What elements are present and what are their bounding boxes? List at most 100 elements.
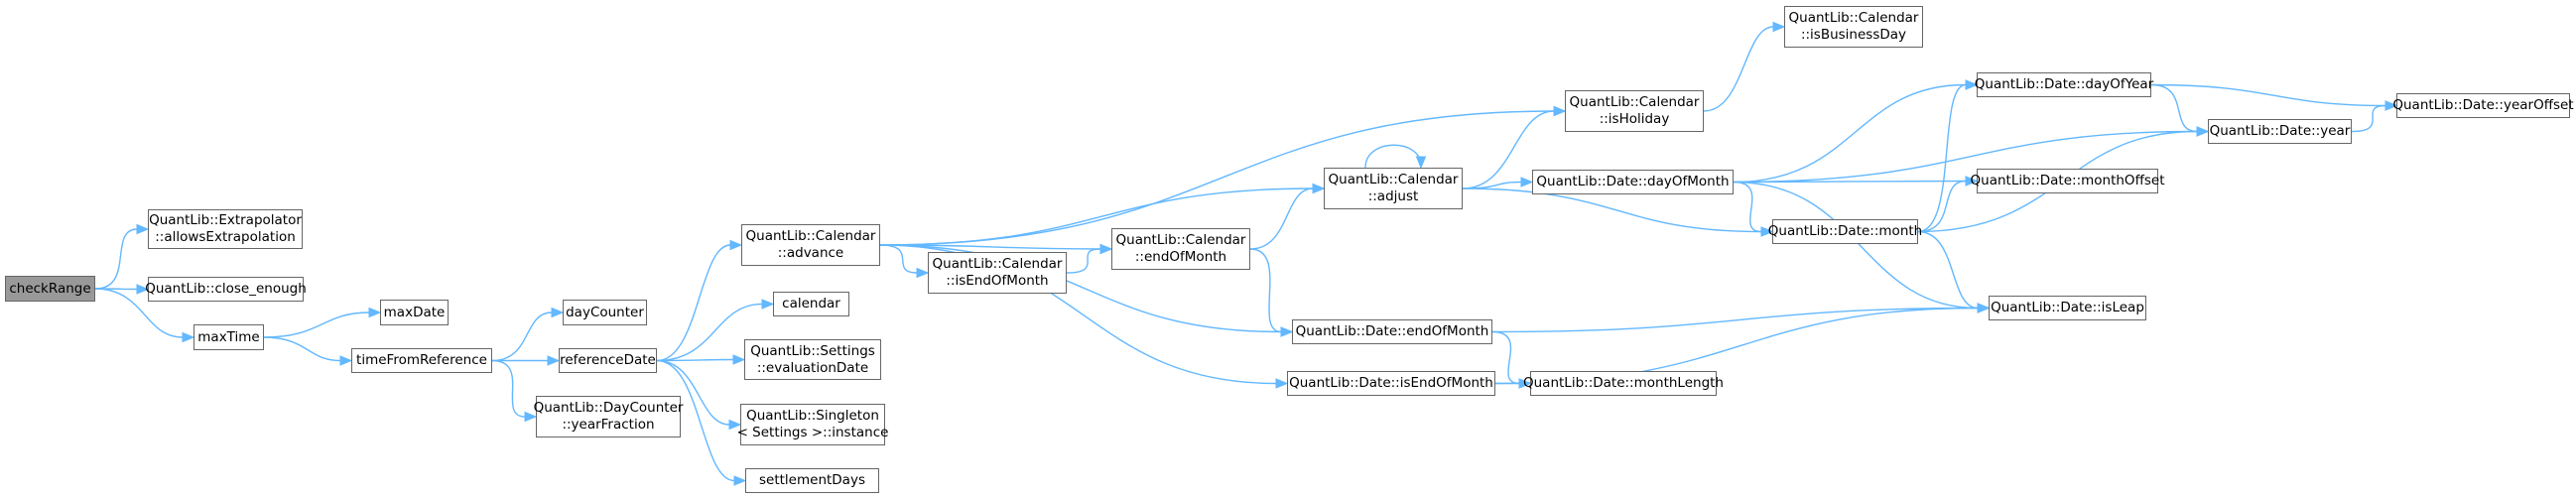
call-edge [656,303,763,362]
node-calendar-is-holiday[interactable]: QuantLib::Calendar::isHoliday [1565,90,1704,132]
call-edge [1733,181,1762,233]
call-edge [879,244,1282,333]
call-edge [94,228,138,290]
node-label-line: QuantLib::Date::isLeap [1991,300,2144,315]
node-label-line: ::isHoliday [1599,111,1670,127]
call-edge [2150,83,2386,107]
edge-arrowhead [551,307,565,318]
node-label-line: ::advance [777,245,844,261]
call-edge [263,336,341,362]
edge-arrowhead [339,355,353,366]
node-label-line: ::endOfMonth [1134,249,1227,265]
node-label-line: QuantLib::Date::endOfMonth [1295,323,1489,339]
node-date-month[interactable]: QuantLib::Date::month [1768,219,1922,244]
node-check-range: checkRange [5,276,95,302]
call-edge [879,110,1555,246]
node-label-line: maxDate [383,304,446,320]
node-date-month-offset[interactable]: QuantLib::Date::monthOffset [1971,169,2165,193]
node-date-day-of-year[interactable]: QuantLib::Date::dayOfYear [1975,72,2153,97]
edge-arrowhead [916,267,930,279]
edge-arrowhead [136,284,150,295]
call-edge [879,244,1101,250]
edge-arrowhead [524,411,538,423]
node-label-line: QuantLib::Calendar [1115,232,1246,248]
node-date-is-end-of-month[interactable]: QuantLib::Date::isEndOfMonth [1287,371,1495,396]
edge-arrowhead [1280,326,1294,337]
call-edge [1917,230,1979,310]
call-edge [879,187,1314,246]
node-settings-evaluation-date[interactable]: QuantLib::Settings::evaluationDate [744,339,881,380]
call-edge [656,359,735,482]
edge-arrowhead [547,355,561,366]
call-edge [1917,83,1967,233]
node-max-date[interactable]: maxDate [380,300,449,325]
node-daycounter-year-fraction[interactable]: QuantLib::DayCounter::yearFraction [533,396,684,437]
call-edge [1462,187,1762,233]
node-singleton-settings-instance[interactable]: QuantLib::Singleton< Settings >::instanc… [737,404,888,445]
node-label-line: settlementDays [759,472,865,488]
node-time-from-reference[interactable]: timeFromReference [351,348,492,373]
node-label-line: maxTime [197,328,260,345]
call-edge [1733,181,1979,310]
edge-arrowhead [733,475,747,486]
node-label-line: < Settings >::instance [736,425,889,440]
node-date-end-of-month[interactable]: QuantLib::Date::endOfMonth [1292,319,1492,344]
node-calendar-advance[interactable]: QuantLib::Calendar::advance [741,224,880,266]
edge-arrowhead [368,307,382,318]
node-date-is-leap[interactable]: QuantLib::Date::isLeap [1989,296,2146,320]
call-edge [1364,144,1422,169]
node-date-day-of-month[interactable]: QuantLib::Date::dayOfMonth [1532,170,1734,194]
node-calendar-adjust[interactable]: QuantLib::Calendar::adjust [1324,168,1463,209]
node-max-time[interactable]: maxTime [193,324,264,350]
node-label-line: ::isBusinessDay [1800,27,1907,43]
node-label-line: QuantLib::Date::monthLength [1523,375,1724,391]
call-edge [94,288,138,291]
node-date-year[interactable]: QuantLib::Date::year [2208,119,2352,144]
node-day-counter[interactable]: dayCounter [563,300,647,325]
node-label-line: QuantLib::Calendar [1569,94,1700,110]
call-edge [94,288,184,338]
node-label-line: QuantLib::Calendar [745,228,876,244]
edge-arrowhead [1760,226,1774,237]
edge-arrowhead [729,239,743,251]
node-calendar-is-end-of-month[interactable]: QuantLib::Calendar::isEndOfMonth [928,252,1067,294]
edge-arrowhead [2196,126,2210,137]
call-edge [1733,130,2198,184]
node-label-line: ::allowsExtrapolation [155,229,296,245]
node-label-line: QuantLib::Singleton [746,408,879,424]
node-label-line: QuantLib::Date::month [1767,223,1923,239]
node-calendar-is-business-day[interactable]: QuantLib::Calendar::isBusinessDay [1784,6,1923,48]
node-calendar[interactable]: calendar [773,292,849,316]
call-edge [2150,83,2198,133]
node-calendar-end-of-month[interactable]: QuantLib::Calendar::endOfMonth [1111,228,1250,270]
node-label-line: checkRange [9,280,91,297]
call-edge [263,312,370,338]
call-edge [656,244,731,362]
node-label-line: QuantLib::Date::dayOfMonth [1536,174,1730,189]
edge-arrowhead [1772,21,1786,33]
node-date-month-length[interactable]: QuantLib::Date::monthLength [1523,371,1724,396]
call-edge [1703,26,1774,112]
node-close-enough[interactable]: QuantLib::close_enough [145,277,307,302]
node-settlement-days[interactable]: settlementDays [745,468,879,493]
node-label-line: referenceDate [560,352,656,368]
call-edge [1462,110,1555,189]
call-edge [1733,83,1967,184]
edge-arrowhead [136,223,150,235]
call-edge [1491,330,1520,385]
node-date-year-offset[interactable]: QuantLib::Date::yearOffset [2392,93,2574,118]
node-extrapolator-allows-extrapolation[interactable]: QuantLib::Extrapolator::allowsExtrapolat… [148,209,303,249]
edge-arrowhead [1520,177,1534,187]
edge-arrowhead [761,299,775,310]
node-label-line: QuantLib::Date::isEndOfMonth [1289,375,1493,391]
node-label-line: ::isEndOfMonth [946,273,1049,289]
node-label-line: ::yearFraction [562,417,655,433]
call-edge [1249,187,1314,250]
edge-arrowhead [1965,79,1979,90]
node-label-line: QuantLib::DayCounter [533,400,684,416]
call-edge [1066,248,1101,274]
call-edge [491,312,553,362]
node-reference-date[interactable]: referenceDate [559,348,657,373]
